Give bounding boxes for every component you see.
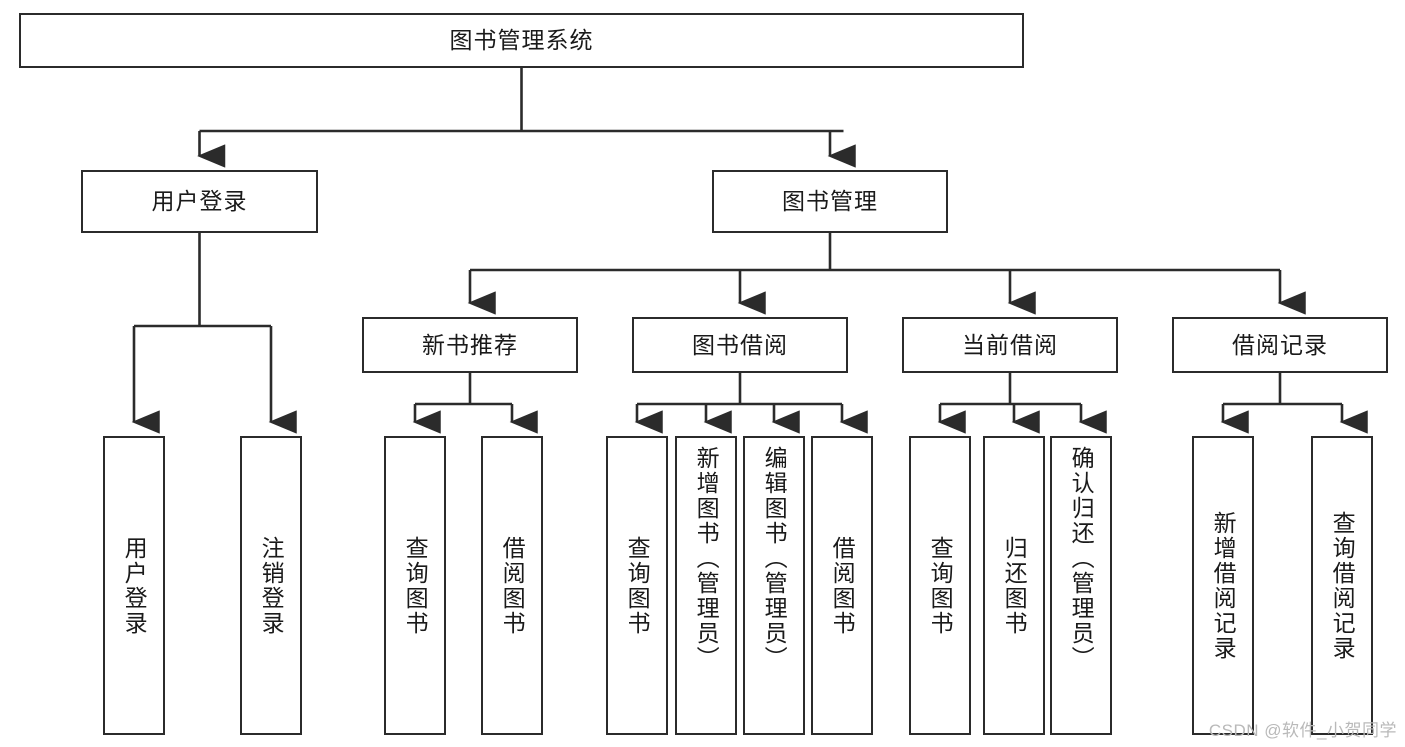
node-leaf-4[interactable]: 查询图书: [606, 436, 668, 735]
level3-label: 当前借阅: [962, 331, 1058, 358]
leaves-label: 借阅图书: [829, 535, 856, 636]
leaves-label: 查询图书: [624, 535, 651, 636]
level3-label: 借阅记录: [1232, 331, 1328, 358]
leaves-label: 用户登录: [121, 535, 148, 636]
level2-label: 用户登录: [151, 188, 248, 214]
leaves-label: 借阅图书: [499, 535, 526, 636]
level3-label: 图书借阅: [692, 331, 788, 358]
node-root[interactable]: 图书管理系统: [19, 13, 1024, 68]
node-leaf-6[interactable]: 编辑图书（管理员）: [743, 436, 805, 735]
node-level3-0[interactable]: 新书推荐: [362, 317, 578, 373]
node-level3-1[interactable]: 图书借阅: [632, 317, 848, 373]
node-leaf-2[interactable]: 查询图书: [384, 436, 446, 735]
node-level3-2[interactable]: 当前借阅: [902, 317, 1118, 373]
csdn-watermark: CSDN @软件_小贺同学: [1208, 721, 1397, 740]
level2-label: 图书管理: [782, 188, 878, 214]
node-leaf-3[interactable]: 借阅图书: [481, 436, 543, 735]
node-leaf-5[interactable]: 新增图书（管理员）: [675, 436, 737, 735]
leaves-label: 归还图书: [1001, 535, 1028, 636]
node-leaf-9[interactable]: 归还图书: [983, 436, 1045, 735]
leaves-label: 查询借阅记录: [1329, 510, 1356, 661]
node-leaf-12[interactable]: 查询借阅记录: [1311, 436, 1373, 735]
leaves-label: 注销登录: [258, 535, 285, 636]
node-level2-1[interactable]: 图书管理: [712, 170, 948, 233]
node-leaf-0[interactable]: 用户登录: [103, 436, 165, 735]
node-leaf-11[interactable]: 新增借阅记录: [1192, 436, 1254, 735]
level3-label: 新书推荐: [422, 331, 518, 358]
leaves-label: 编辑图书（管理员）: [761, 446, 788, 671]
node-level2-0[interactable]: 用户登录: [81, 170, 318, 233]
root-label: 图书管理系统: [449, 27, 594, 53]
leaves-label: 新增借阅记录: [1210, 510, 1237, 661]
leaves-label: 查询图书: [402, 535, 429, 636]
node-leaf-7[interactable]: 借阅图书: [811, 436, 873, 735]
node-level3-3[interactable]: 借阅记录: [1172, 317, 1388, 373]
node-leaf-10[interactable]: 确认归还（管理员）: [1050, 436, 1112, 735]
leaves-label: 查询图书: [927, 535, 954, 636]
leaves-label: 确认归还（管理员）: [1068, 446, 1095, 671]
leaves-label: 新增图书（管理员）: [693, 446, 720, 671]
node-leaf-1[interactable]: 注销登录: [240, 436, 302, 735]
node-leaf-8[interactable]: 查询图书: [909, 436, 971, 735]
